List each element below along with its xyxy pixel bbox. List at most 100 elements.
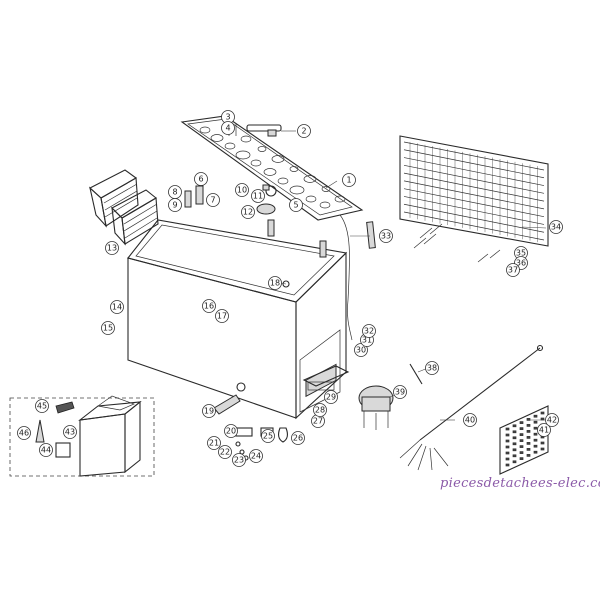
callout-10: 10 [235, 183, 249, 197]
condenser-screws [413, 223, 501, 263]
callout-7: 7 [206, 193, 220, 207]
watermark: piecesdetachees-elec.com [440, 476, 600, 491]
callout-17: 17 [215, 309, 229, 323]
callout-9: 9 [168, 198, 182, 212]
callout-text: 38 [427, 364, 437, 373]
freezer-cabinet [127, 219, 348, 420]
callout-text: 34 [551, 223, 561, 232]
compressor [358, 385, 394, 430]
callout-text: 18 [270, 279, 280, 288]
callout-text: 31 [362, 336, 372, 345]
callout-text: 25 [263, 432, 273, 441]
callout-text: 11 [253, 192, 263, 201]
callout-44: 44 [39, 443, 53, 457]
callout-37: 37 [506, 263, 520, 277]
callout-22: 22 [218, 445, 232, 459]
callout-text: 35 [516, 249, 526, 258]
callout-text: 30 [356, 346, 366, 355]
hinges [184, 185, 327, 258]
callout-12: 12 [241, 205, 255, 219]
callout-2: 2 [297, 124, 311, 138]
callout-5: 5 [289, 198, 303, 212]
callout-text: 16 [204, 302, 214, 311]
callout-45: 45 [35, 399, 49, 413]
callout-43: 43 [63, 425, 77, 439]
callout-6: 6 [194, 172, 208, 186]
callout-23: 23 [232, 453, 246, 467]
callout-text: 10 [237, 186, 247, 195]
callout-15: 15 [101, 321, 115, 335]
callout-18: 18 [268, 276, 282, 290]
condenser [399, 135, 549, 247]
callout-text: 6 [198, 175, 203, 184]
wiring-harness [399, 344, 544, 471]
callout-text: 40 [465, 416, 475, 425]
callout-26: 26 [291, 431, 305, 445]
callout-text: 24 [251, 452, 261, 461]
callout-text: 44 [41, 446, 51, 455]
callout-24: 24 [249, 449, 263, 463]
callout-text: 4 [225, 124, 230, 133]
callout-text: 2 [301, 127, 306, 136]
lid-wire [339, 214, 353, 341]
callout-text: 5 [293, 201, 298, 210]
callout-20: 20 [224, 424, 238, 438]
hinge-cover [366, 221, 376, 249]
callout-38: 38 [425, 361, 439, 375]
callout-text: 3 [225, 113, 230, 122]
callout-text: 1 [346, 176, 351, 185]
callout-28: 28 [313, 403, 327, 417]
callout-text: 42 [547, 416, 557, 425]
callout-text: 17 [217, 312, 227, 321]
callout-text: 26 [293, 434, 303, 443]
compressor-bracket [302, 365, 350, 391]
callout-40: 40 [463, 413, 477, 427]
callout-text: 20 [226, 427, 236, 436]
callout-text: 13 [107, 244, 117, 253]
callout-text: 19 [204, 407, 214, 416]
callout-30: 30 [354, 343, 368, 357]
callout-39: 39 [393, 385, 407, 399]
callout-4: 4 [221, 121, 235, 135]
callout-16: 16 [202, 299, 216, 313]
callout-text: 27 [313, 417, 323, 426]
callout-text: 14 [112, 303, 122, 312]
callout-text: 21 [209, 439, 219, 448]
callout-3: 3 [221, 110, 235, 124]
callout-text: 7 [210, 196, 215, 205]
callout-text: 41 [539, 426, 549, 435]
callout-21: 21 [207, 436, 221, 450]
lid-handle [228, 124, 282, 137]
callout-text: 22 [220, 448, 230, 457]
callout-11: 11 [251, 189, 265, 203]
drain-and-accessories [213, 394, 289, 461]
callout-text: 37 [508, 266, 518, 275]
callout-33: 33 [379, 229, 393, 243]
callout-41: 41 [537, 423, 551, 437]
back-cover [499, 405, 549, 475]
callout-text: 33 [381, 232, 391, 241]
callout-text: 23 [234, 456, 244, 465]
storage-baskets [89, 169, 159, 246]
callout-13: 13 [105, 241, 119, 255]
callout-32: 32 [362, 324, 376, 338]
callout-1: 1 [342, 173, 356, 187]
callout-25: 25 [261, 429, 275, 443]
callout-text: 43 [65, 428, 75, 437]
callout-text: 45 [37, 402, 47, 411]
accessory-box [9, 395, 155, 477]
callout-text: 8 [172, 188, 177, 197]
callout-text: 12 [243, 208, 253, 217]
callout-text: 36 [516, 259, 526, 268]
callout-text: 39 [395, 388, 405, 397]
thermostat-group [256, 184, 277, 215]
callout-42: 42 [545, 413, 559, 427]
callout-27: 27 [311, 414, 325, 428]
callout-46: 46 [17, 426, 31, 440]
lid [180, 115, 364, 221]
callout-8: 8 [168, 185, 182, 199]
leader-lines [212, 130, 547, 421]
callout-19: 19 [202, 404, 216, 418]
